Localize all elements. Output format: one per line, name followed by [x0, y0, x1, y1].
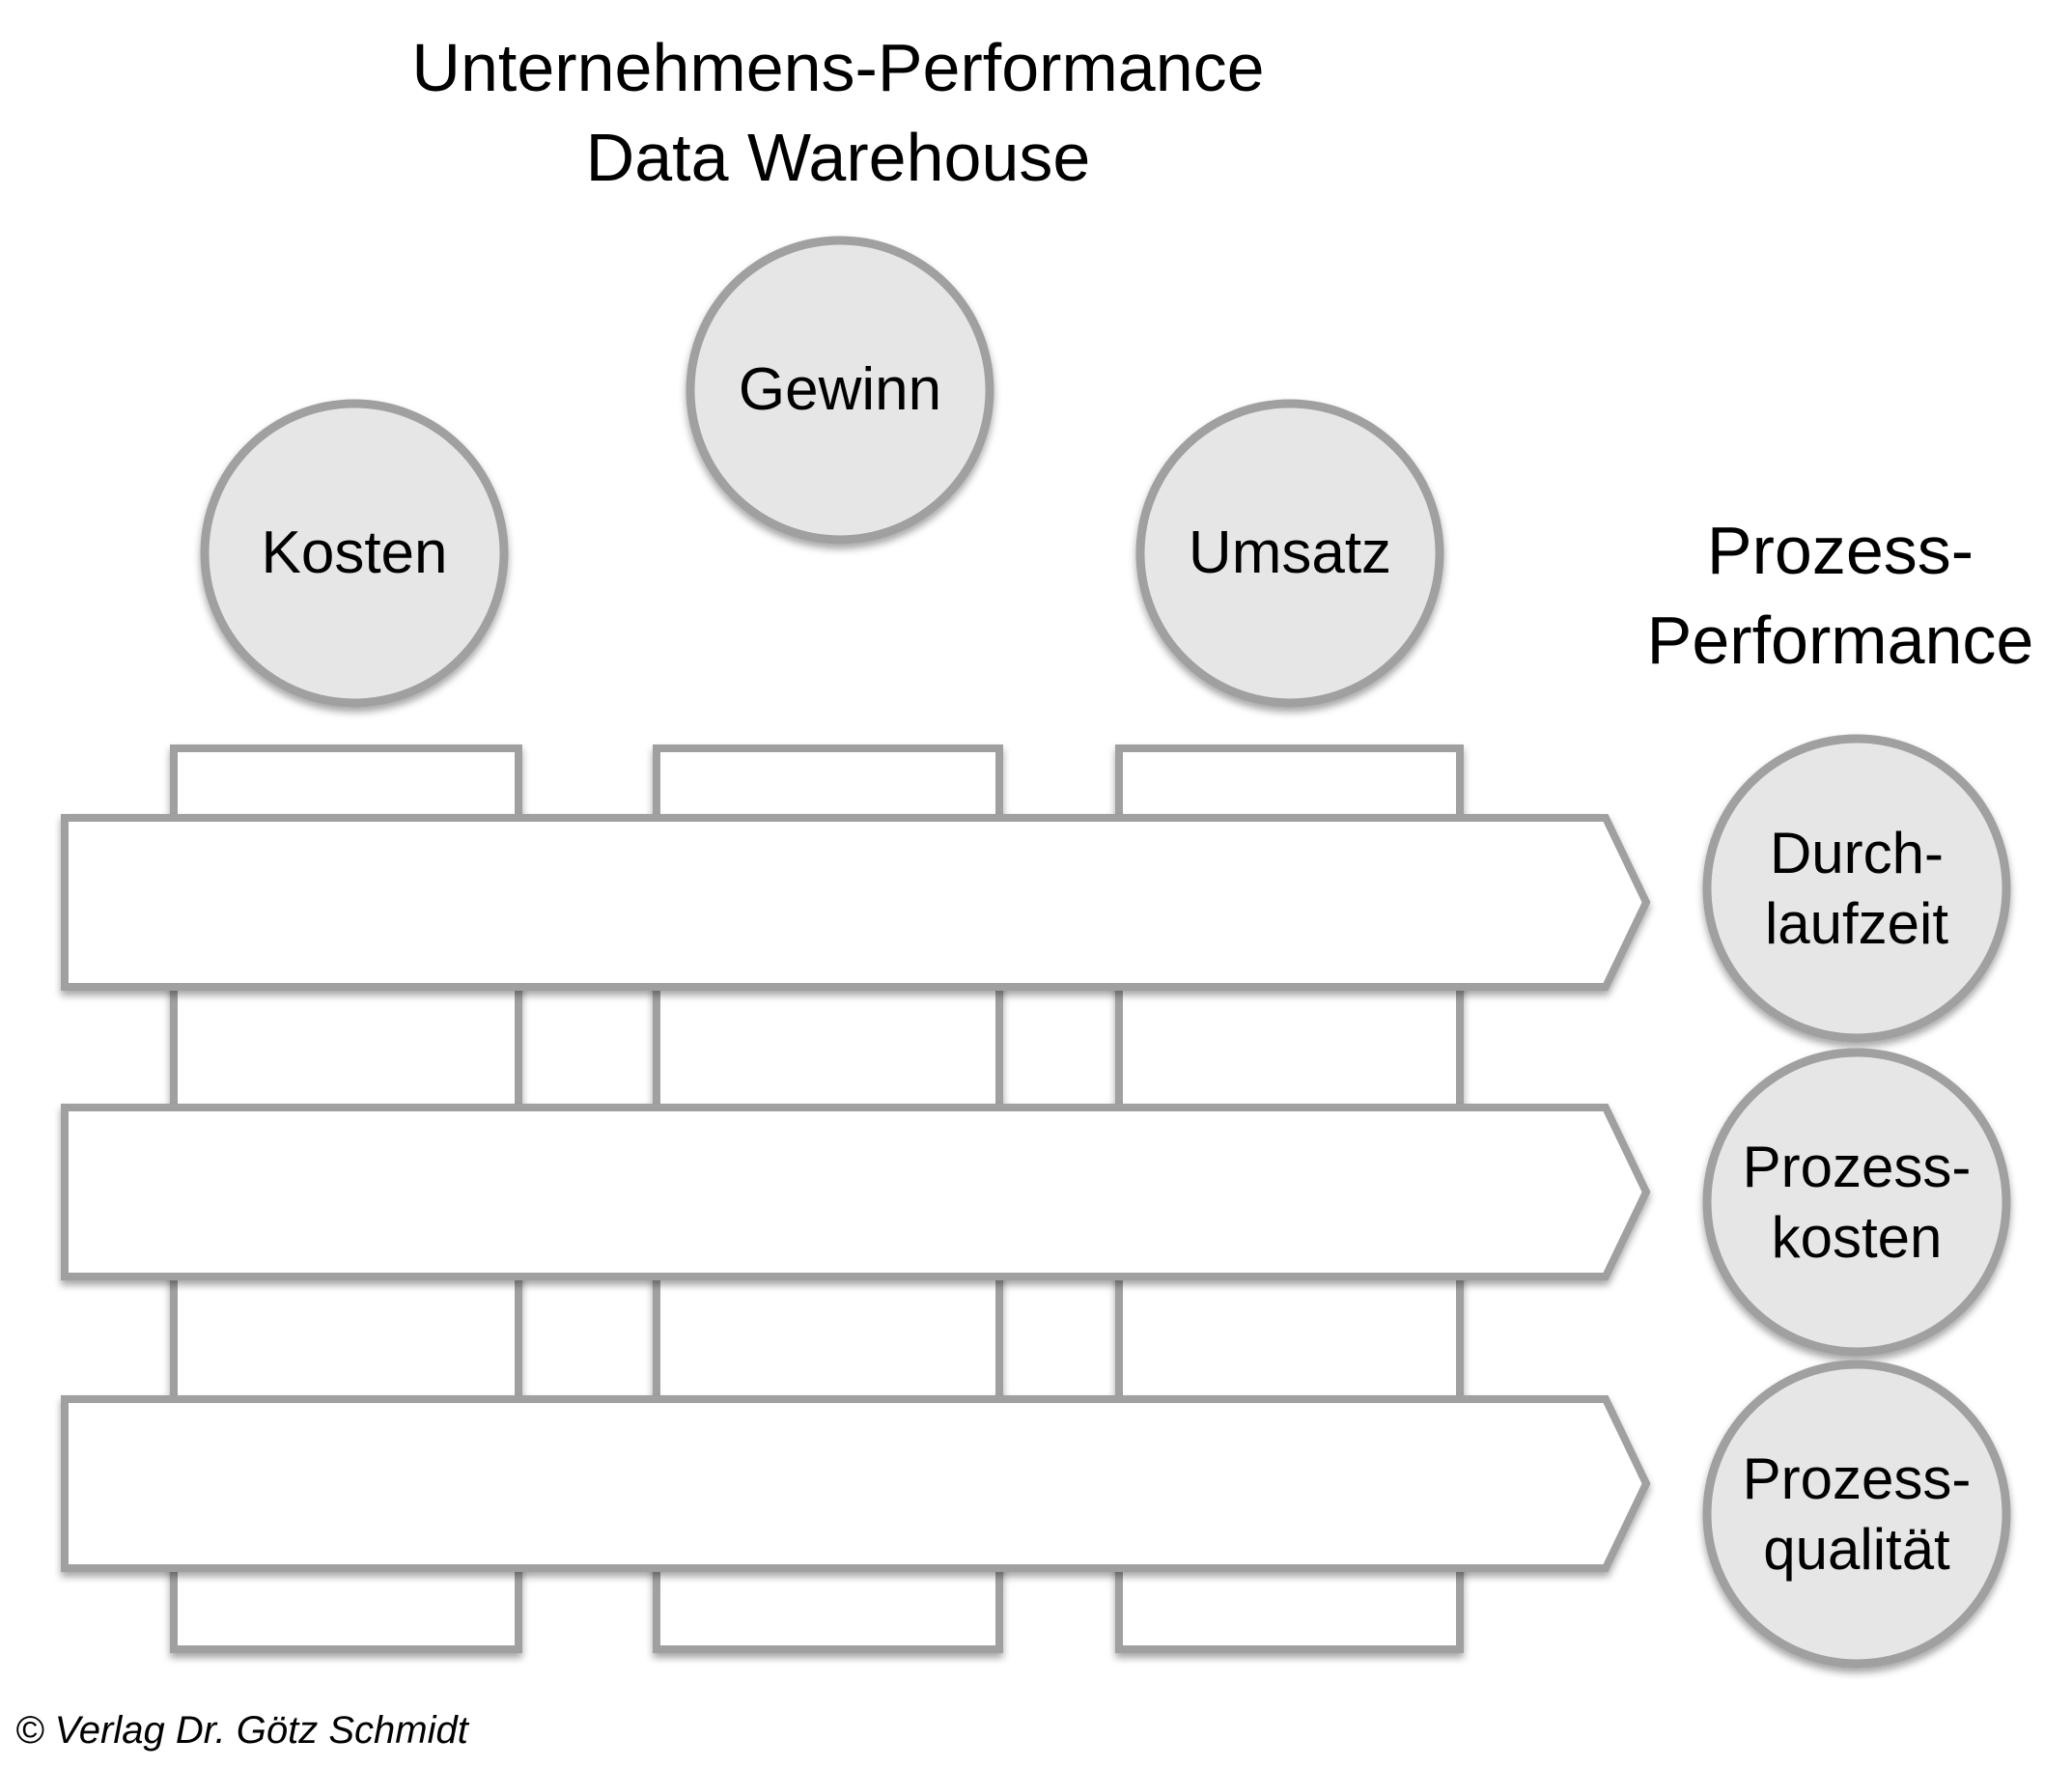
- process-arrow-2: [61, 1104, 1651, 1280]
- kpi-label-gewinn: Gewinn: [738, 356, 942, 423]
- metric-circle-prozessqualitaet: [1702, 1360, 2011, 1669]
- process-metric-circles: [1702, 734, 2011, 1669]
- diagram-title-line2: Data Warehouse: [585, 120, 1091, 195]
- metric-label-prozesskosten: Prozess- kosten: [1743, 1132, 1972, 1273]
- process-performance-heading: Prozess- Performance: [1647, 506, 2034, 686]
- process-arrow-3: [61, 1395, 1651, 1572]
- kpi-circles: [200, 236, 1444, 708]
- process-arrows: [61, 814, 1651, 1572]
- kpi-circle-kosten: [200, 399, 509, 708]
- process-arrow-1: [61, 814, 1651, 991]
- diagram-title-line1: Unternehmens-Performance: [411, 30, 1265, 105]
- kpi-circle-gewinn: [686, 236, 994, 545]
- metric-label-prozesskosten-line2: kosten: [1771, 1205, 1943, 1270]
- metric-label-prozessqualitaet: Prozess- qualität: [1743, 1444, 1972, 1585]
- diagram-title: Unternehmens-Performance Data Warehouse: [411, 23, 1264, 203]
- metric-label-durchlaufzeit-line2: laufzeit: [1764, 891, 1949, 956]
- metric-label-prozessqualitaet-line1: Prozess-: [1742, 1446, 1972, 1511]
- copyright-notice: © Verlag Dr. Götz Schmidt: [15, 1709, 468, 1752]
- metric-circle-durchlaufzeit: [1702, 734, 2011, 1043]
- kpi-circle-umsatz: [1135, 399, 1444, 708]
- metric-label-prozesskosten-line1: Prozess-: [1742, 1135, 1972, 1199]
- metric-label-prozessqualitaet-line2: qualität: [1763, 1517, 1950, 1582]
- metric-circle-prozesskosten: [1702, 1048, 2011, 1357]
- metric-label-durchlaufzeit: Durch- laufzeit: [1765, 818, 1948, 959]
- kpi-label-kosten: Kosten: [261, 519, 448, 586]
- kpi-label-umsatz: Umsatz: [1188, 519, 1392, 586]
- process-performance-heading-line2: Performance: [1646, 603, 2034, 678]
- process-performance-heading-line1: Prozess-: [1706, 513, 1974, 588]
- metric-label-durchlaufzeit-line1: Durch-: [1769, 821, 1945, 885]
